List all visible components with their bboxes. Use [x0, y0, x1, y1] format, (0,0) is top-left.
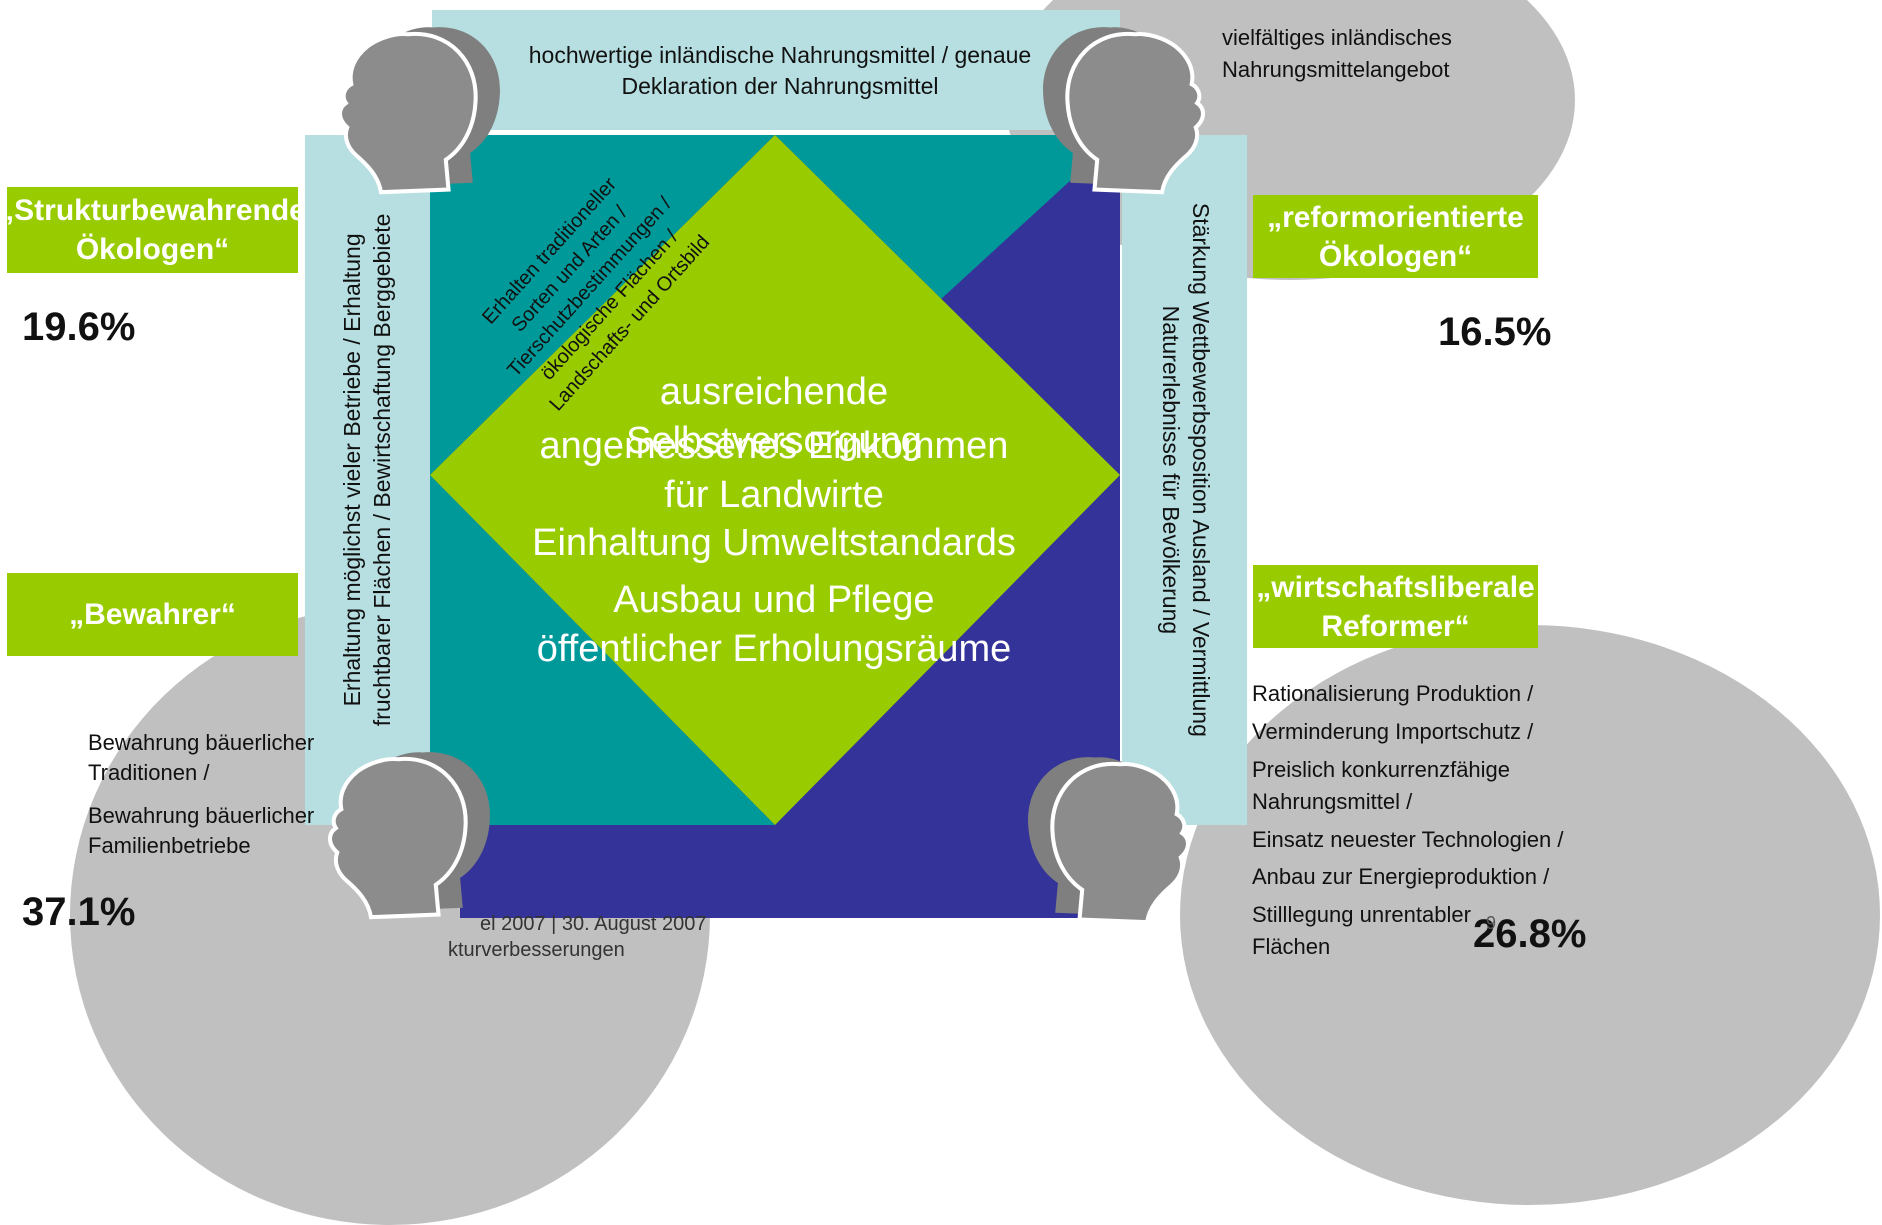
bottom-right-cluster — [1180, 625, 1880, 1205]
center-goal-4: Ausbau und Pflege öffentlicher Erholungs… — [536, 579, 1012, 671]
central-square — [430, 135, 1122, 918]
head-top-right-icon — [1043, 27, 1203, 192]
center-goal-3: Einhaltung Umweltstandards — [532, 522, 1016, 564]
head-bottom-left-icon — [330, 752, 490, 917]
percent-top-right: 16.5% — [1438, 310, 1552, 354]
label-wirtschaftsliberale: „wirtschaftsliberale Reformer“ — [1253, 565, 1538, 648]
footer-line2: kturverbesserungen — [448, 939, 625, 961]
left-bar — [305, 135, 430, 825]
heads-layer — [0, 27, 1882, 1173]
label-strukturbewahrende: „Strukturbewahrende Ökologen“ — [0, 187, 306, 273]
percent-bottom-right: 26.8% — [1473, 912, 1587, 956]
center-goal-2: angemessenes Einkommen für Landwirte — [539, 425, 1009, 517]
footer-line1: el 2007 | 30. August 2007 — [480, 913, 707, 935]
head-top-left-icon — [340, 27, 500, 192]
label-reformorientierte: „reformorientierte Ökologen“ — [1253, 195, 1538, 278]
top-bar-text: hochwertige inländische Nahrungsmittel /… — [528, 42, 1032, 100]
head-bottom-right-icon — [1028, 757, 1188, 922]
page-number: 9 — [1486, 913, 1497, 933]
center-diamond — [430, 135, 1120, 825]
right-bar — [1122, 135, 1247, 825]
center-goal-1: ausreichende Selbstversorgung — [626, 371, 922, 463]
desc-bottom-left: Bewahrung bäuerlicher Traditionen / Bewa… — [88, 730, 315, 859]
top-bar — [432, 10, 1120, 130]
label-bewahrer: „Bewahrer“ — [7, 573, 298, 656]
desc-bottom-right: Rationalisierung Produktion / Verminderu… — [1252, 681, 1564, 960]
percent-bottom-left: 37.1% — [22, 890, 136, 934]
percent-top-left: 19.6% — [22, 305, 136, 349]
